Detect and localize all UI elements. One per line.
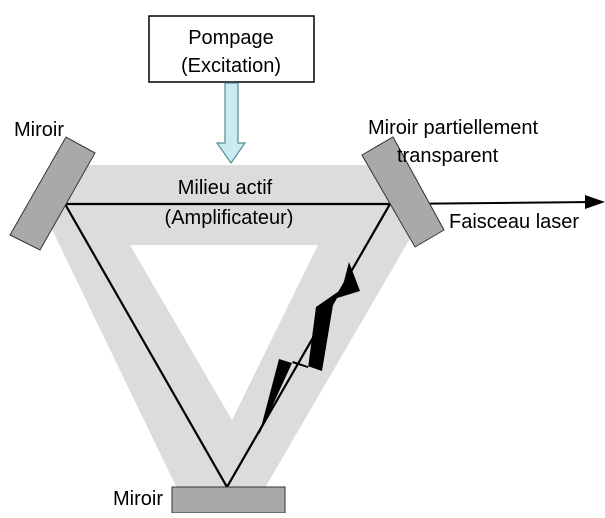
- output-beam-label: Faisceau laser: [449, 211, 579, 233]
- output-beam-arrowhead: [585, 195, 605, 209]
- mirror-left-label: Miroir: [14, 119, 64, 141]
- pumping-label-line1: Pompage: [188, 27, 274, 49]
- pump-arrow: [215, 82, 247, 165]
- propagation-arrow: [259, 262, 360, 435]
- mirror-bottom-label: Miroir: [113, 488, 163, 510]
- active-medium-label-line2: (Amplificateur): [165, 207, 294, 229]
- mirror-right: [361, 136, 445, 248]
- active-medium-label-line1: Milieu actif: [178, 177, 273, 199]
- mirror-bottom: [171, 486, 286, 514]
- mirror-right-label-line2: transparent: [397, 145, 499, 167]
- pumping-label-line2: (Excitation): [181, 55, 281, 77]
- beam-path: [63, 202, 392, 490]
- mirror-right-label-line1: Miroir partiellement: [368, 117, 538, 139]
- pumping-box: [148, 15, 315, 83]
- mirror-left: [9, 136, 96, 251]
- active-medium-band: [45, 165, 415, 505]
